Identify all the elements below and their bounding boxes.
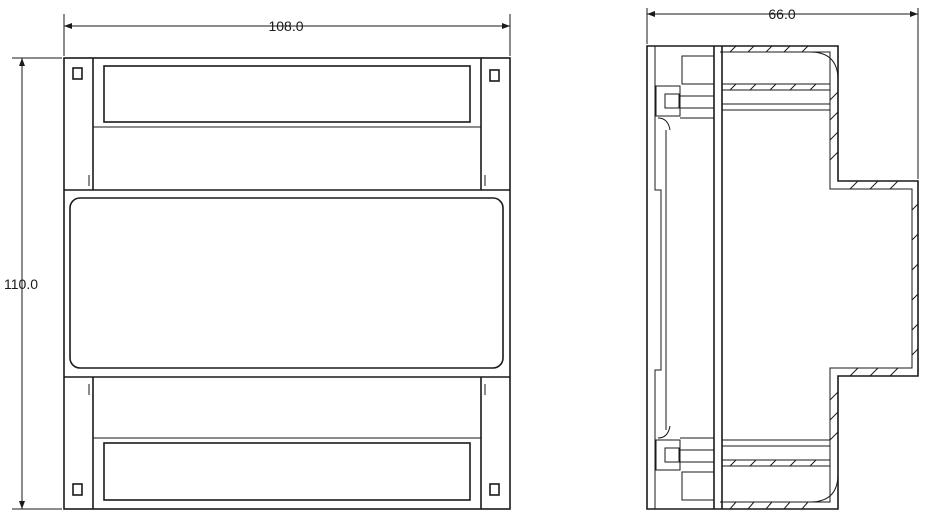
front-screw-bottom-left — [72, 483, 83, 496]
dimension-front-height: 110.0 — [4, 57, 62, 510]
front-screw-top-right — [489, 69, 500, 82]
front-screw-top-left — [72, 67, 83, 80]
front-view — [63, 57, 511, 510]
front-bottom-terminal-cover — [103, 442, 471, 501]
dimension-side-depth: 66.0 — [646, 6, 919, 179]
front-top-terminal-cover — [103, 65, 471, 123]
side-inner-profile — [720, 51, 913, 503]
dimension-front-width: 108.0 — [63, 14, 511, 56]
front-screw-bottom-right — [489, 483, 500, 496]
front-outline — [63, 57, 511, 510]
dimension-label-side-depth: 66.0 — [768, 6, 795, 22]
side-view — [646, 45, 919, 510]
dimension-label-front-height: 110.0 — [4, 276, 38, 292]
side-outer-profile — [646, 45, 919, 510]
front-display-window — [69, 197, 504, 369]
dimension-label-front-width: 108.0 — [268, 18, 303, 34]
